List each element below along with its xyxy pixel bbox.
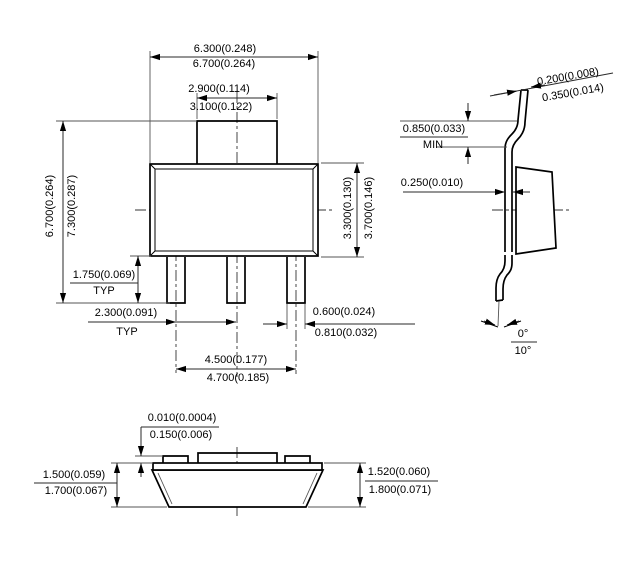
dim-body-height-lower-label: 3.700(0.146) <box>363 176 375 240</box>
dim-lead-width-lower-label: 0.810(0.032) <box>314 327 378 339</box>
end-body <box>150 469 325 508</box>
body-corner-chamfers <box>149 163 319 257</box>
dim-shoulder-upper-label: 0.850(0.033) <box>402 123 466 135</box>
dim-body-thick-right-lower-label: 1.800(0.071) <box>368 484 432 496</box>
dim-standoff-label: 0.250(0.010) <box>400 177 464 189</box>
side-view <box>400 72 614 343</box>
dim-body-thick-left-lower-label: 1.700(0.067) <box>44 485 108 497</box>
lead-frame-band <box>152 462 323 471</box>
end-lead-left <box>162 455 189 463</box>
dim-lead-span-upper-label: 4.500(0.177) <box>204 354 268 366</box>
tab-lead-outline <box>196 120 278 165</box>
dim-overall-width-lower-label: 6.700(0.264) <box>192 58 256 70</box>
dim-overall-height-upper-label: 6.700(0.264) <box>44 174 56 238</box>
lead-3 <box>286 257 306 304</box>
dim-lead-span-lower-label: 4.700(0.185) <box>206 372 270 384</box>
dim-lead-pitch-upper-label: 2.300(0.091) <box>94 307 158 319</box>
dim-body-thick-right-upper-label: 1.520(0.060) <box>367 466 431 478</box>
dim-lead-pitch-lower-label: TYP <box>116 326 138 338</box>
dim-tab-width-upper-label: 2.900(0.114) <box>188 83 250 95</box>
end-lead-right <box>284 455 311 463</box>
dim-lead-length-upper-label: 1.750(0.069) <box>72 269 136 281</box>
front-view <box>56 51 415 377</box>
dim-overall-width-upper-label: 6.300(0.248) <box>193 43 257 55</box>
side-lower-lead <box>495 255 513 302</box>
dim-body-thick-left-upper-label: 1.500(0.059) <box>42 469 106 481</box>
end-tab <box>197 452 278 463</box>
dim-shoulder-lower-label: MIN <box>422 139 444 151</box>
lead-2 <box>226 257 246 304</box>
lead-1 <box>166 257 186 304</box>
dim-lead-plane-lower-label: 0.150(0.006) <box>149 429 213 441</box>
dim-body-height-upper-label: 3.300(0.130) <box>342 176 354 240</box>
dim-lead-width-upper-label: 0.600(0.024) <box>312 306 376 318</box>
dim-foot-angle-lower-label: 10° <box>514 345 532 357</box>
dim-overall-height-lower-label: 7.300(0.287) <box>66 174 78 238</box>
package-body <box>149 163 319 257</box>
dim-lead-length-lower-label: TYP <box>93 285 115 297</box>
end-body-inner-lines <box>157 472 318 505</box>
dim-tab-width-lower-label: 3.100(0.122) <box>189 101 253 113</box>
side-body <box>515 166 557 255</box>
dim-foot-angle-upper-label: 0° <box>517 328 529 340</box>
package-body-inner-line <box>154 168 314 252</box>
dim-lead-plane-upper-label: 0.010(0.0004) <box>147 412 217 424</box>
end-view <box>34 426 438 516</box>
